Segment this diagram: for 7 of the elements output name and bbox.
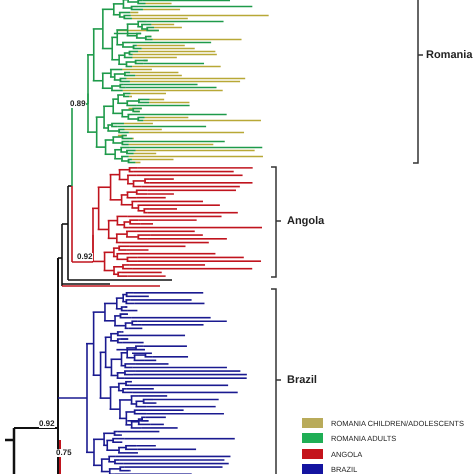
support-value: 0.89 xyxy=(70,100,86,108)
clade-label: Brazil xyxy=(287,375,317,386)
clade-label: Romania xyxy=(426,50,472,61)
support-value: 0.92 xyxy=(39,420,55,428)
clade-label: Angola xyxy=(287,216,324,227)
support-value: 0.92 xyxy=(77,253,93,261)
support-value: 0.75 xyxy=(56,449,72,457)
